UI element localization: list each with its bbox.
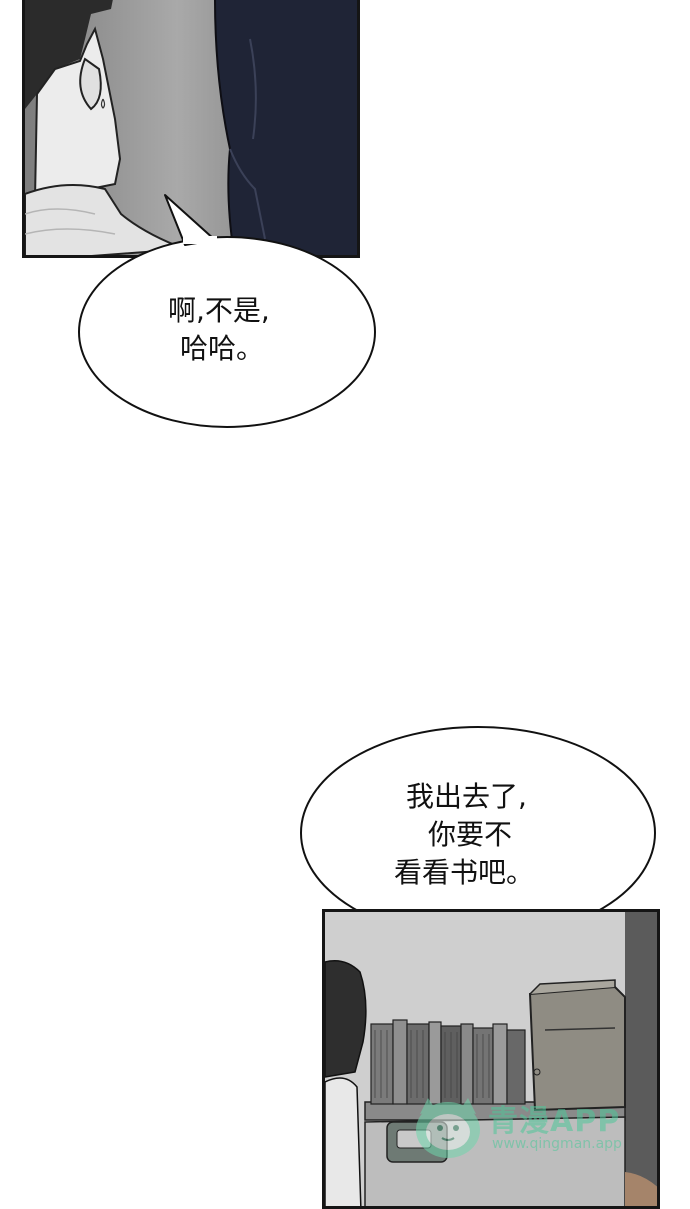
comic-panel-bottom: [322, 909, 660, 1209]
speech-line: 看看书吧。: [394, 856, 535, 889]
speech-line: 我出去了,: [406, 780, 527, 813]
mascot-icon: [416, 1098, 480, 1158]
speech-line: 啊,不是,: [168, 294, 270, 327]
watermark-title: 青漫APP: [488, 1104, 621, 1139]
watermark-url: www.qingman.app: [492, 1136, 622, 1152]
speech-text-top: 啊,不是, 哈哈。: [168, 292, 270, 368]
speech-line: 哈哈。: [180, 332, 265, 365]
panel-top-artwork: [25, 0, 357, 255]
watermark: 青漫APP www.qingman.app: [408, 1092, 648, 1162]
panel-bottom-artwork: [325, 912, 657, 1206]
comic-panel-top: [22, 0, 360, 258]
speech-line: 你要不: [428, 818, 513, 851]
speech-text-bottom: 我出去了, 你要不 看看书吧。: [394, 778, 534, 892]
